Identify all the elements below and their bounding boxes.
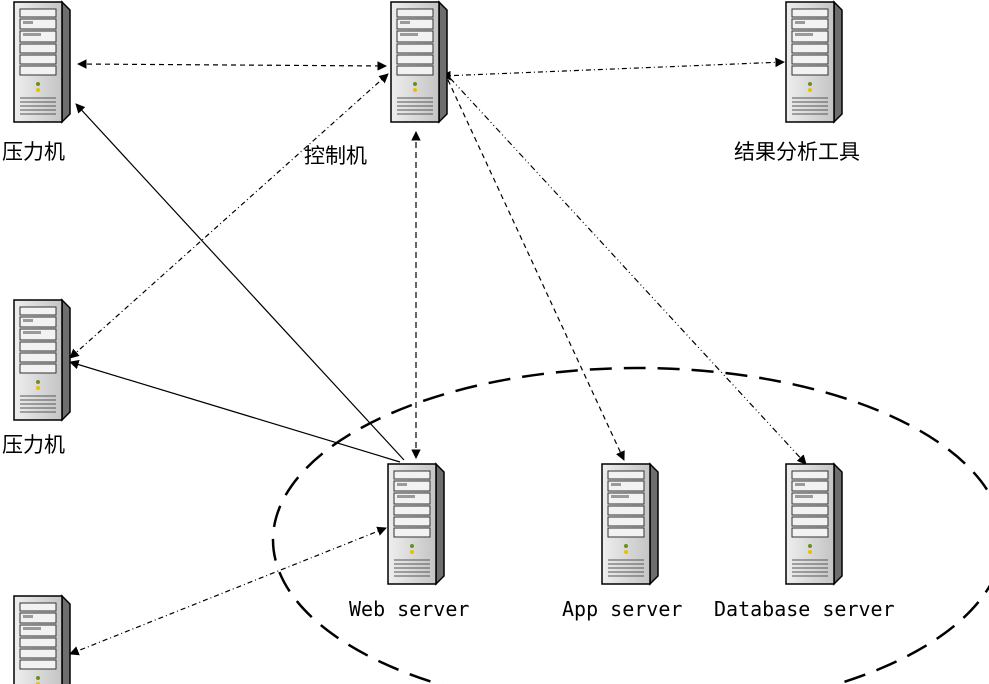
label-web-server: Web server (349, 597, 469, 621)
link-controller-pressure2 (69, 73, 389, 359)
server-web (387, 463, 445, 585)
label-app-server: App server (562, 597, 682, 621)
server-pressure-1 (13, 1, 71, 123)
label-controller: 控制机 (304, 144, 367, 168)
connection-lines (69, 57, 807, 656)
server-pressure-3 (13, 595, 71, 684)
server-app (601, 463, 659, 585)
link-web-pressure1 (75, 103, 405, 461)
label-analysis-tool: 结果分析工具 (734, 140, 860, 164)
label-pressure-2: 压力机 (2, 433, 65, 457)
label-db-server: Database server (714, 597, 895, 621)
link-pressure1-controller (77, 59, 387, 71)
link-controller-db (449, 77, 807, 465)
link-controller-app (447, 79, 625, 461)
label-pressure-1: 压力机 (2, 140, 65, 164)
link-controller-analysis (441, 57, 785, 81)
link-web-pressure3 (69, 526, 387, 656)
server-database (785, 463, 843, 585)
server-controller (390, 1, 448, 123)
link-web-pressure2 (69, 359, 401, 463)
server-analysis-tool (785, 1, 843, 123)
server-pressure-2 (13, 299, 71, 421)
